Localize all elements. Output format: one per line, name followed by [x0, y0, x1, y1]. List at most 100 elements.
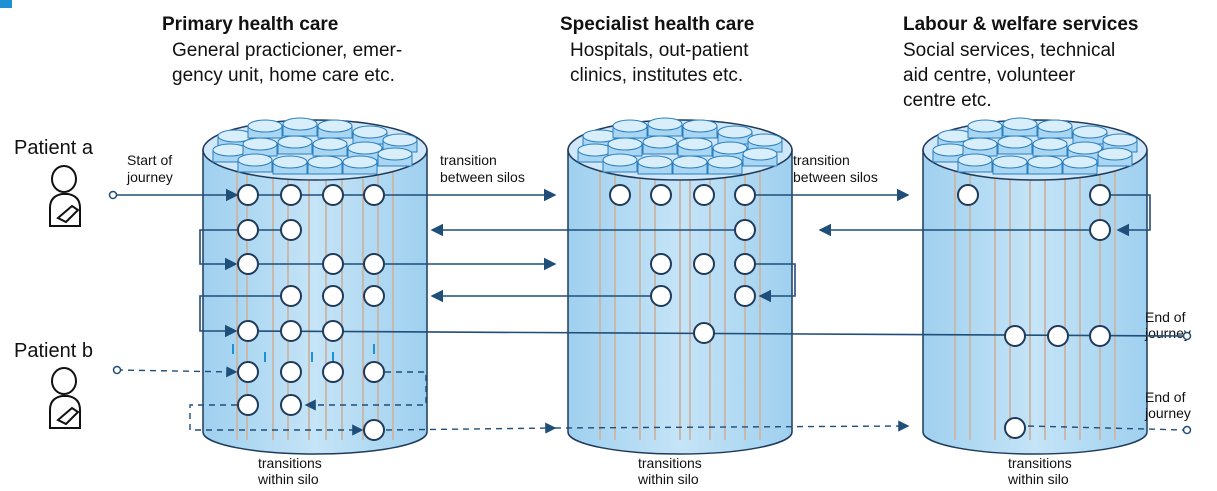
silo-header-specialist: Specialist health care Hospitals, out-pa… — [560, 14, 754, 86]
tube-top — [747, 133, 783, 147]
tube-top — [642, 135, 678, 149]
tube-top — [247, 119, 283, 133]
within-silo-label: within silo — [637, 471, 699, 487]
start-of-journey-label: Start of — [127, 152, 172, 168]
tube-top — [637, 155, 673, 169]
within-silo-label: transitions — [258, 455, 322, 471]
journey-end-dot — [1182, 331, 1192, 341]
care-node — [734, 285, 756, 307]
tube-top — [1002, 117, 1038, 131]
bandaged-arm-icon — [56, 204, 80, 224]
care-node — [693, 322, 715, 344]
transition-between-label: between silos — [440, 169, 525, 185]
care-node — [734, 219, 756, 241]
care-node — [280, 219, 302, 241]
silo-primary — [202, 117, 428, 455]
care-node — [363, 184, 385, 206]
transition-line — [1110, 194, 1151, 237]
care-node — [280, 361, 302, 383]
journey-start-line — [116, 366, 238, 378]
transition-line — [745, 263, 796, 303]
corner-accent — [0, 0, 12, 8]
tube-top — [347, 141, 383, 155]
bandaged-arm-icon — [56, 406, 80, 426]
silo-description-line: General practicioner, emer- — [172, 40, 402, 61]
tube-top — [352, 125, 388, 139]
journey-start-dot — [112, 365, 122, 375]
tube-top — [342, 155, 378, 169]
tube-top — [602, 153, 638, 167]
care-node — [237, 184, 259, 206]
care-node — [1089, 325, 1111, 347]
care-node — [1089, 184, 1111, 206]
tube-top — [377, 147, 413, 161]
care-node — [1004, 417, 1026, 439]
journey-start-dot — [108, 190, 118, 200]
tube-top — [282, 117, 318, 131]
journey-end-dot — [1182, 425, 1192, 435]
care-node — [237, 219, 259, 241]
tube-top — [677, 137, 713, 151]
tube-top — [1027, 155, 1063, 169]
transition-between-label: between silos — [793, 169, 878, 185]
care-node — [1004, 325, 1026, 347]
tube-top — [1097, 147, 1133, 161]
care-node — [734, 253, 756, 275]
transition-line — [189, 404, 364, 436]
care-node — [280, 184, 302, 206]
tube-top — [317, 119, 353, 133]
tube-top — [962, 137, 998, 151]
silo-title: Specialist health care — [560, 14, 754, 35]
care-node — [322, 285, 344, 307]
care-node — [650, 253, 672, 275]
tube-top — [992, 155, 1028, 169]
end-of-journey-label: journey — [1144, 325, 1191, 341]
tube-top — [272, 155, 308, 169]
care-node — [609, 184, 631, 206]
tube-top — [242, 137, 278, 151]
tube-top — [707, 155, 743, 169]
silo-labour — [922, 117, 1148, 455]
transition-line — [199, 295, 291, 338]
tube-top — [1037, 119, 1073, 133]
care-node — [363, 361, 385, 383]
transition-line — [304, 371, 427, 411]
silo-title: Labour & welfare services — [903, 14, 1139, 35]
journey-end-line — [1027, 425, 1186, 431]
tube-top — [742, 147, 778, 161]
patient-a: Patient a Start of journey — [14, 137, 173, 227]
journey-end-line — [247, 330, 1186, 337]
care-node — [280, 285, 302, 307]
care-node — [957, 184, 979, 206]
silo-header-labour: Labour & welfare services Social service… — [903, 14, 1139, 111]
silo-title: Primary health care — [162, 14, 338, 35]
end-of-journey-label: journey — [1144, 405, 1191, 421]
tube-top — [672, 155, 708, 169]
care-node — [322, 361, 344, 383]
tube-top — [967, 119, 1003, 133]
care-node — [693, 253, 715, 275]
tube-top — [307, 155, 343, 169]
within-silo-label: transitions — [638, 455, 702, 471]
care-node — [280, 394, 302, 416]
patient-label: Patient b — [14, 340, 93, 362]
patient-label: Patient a — [14, 137, 94, 159]
tube-top — [682, 119, 718, 133]
transition-between-label: transition — [440, 152, 497, 168]
transition-line — [554, 420, 910, 432]
person-icon — [49, 165, 81, 227]
tube-top — [1032, 137, 1068, 151]
tube-top — [957, 153, 993, 167]
silo-description-line: gency unit, home care etc. — [172, 65, 395, 86]
tube-top — [312, 137, 348, 151]
care-node — [363, 285, 385, 307]
end-of-journey-label: End of — [1145, 389, 1186, 405]
care-node — [237, 320, 259, 342]
tube-top — [577, 143, 613, 157]
care-node — [280, 320, 302, 342]
tube-top — [612, 119, 648, 133]
care-node — [363, 253, 385, 275]
care-node — [734, 184, 756, 206]
care-node — [237, 394, 259, 416]
